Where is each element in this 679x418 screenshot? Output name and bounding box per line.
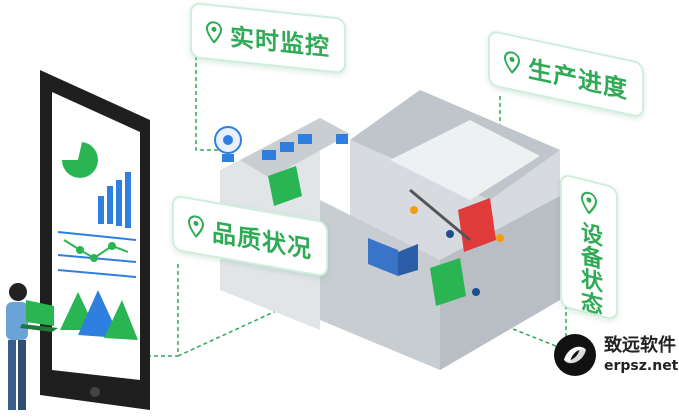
callout-label: 品质状况: [212, 217, 312, 264]
machine-blue-side: [398, 244, 418, 276]
callout-realtime-monitoring: 实时监控: [190, 1, 346, 75]
callout-label: 生产进度: [528, 54, 628, 104]
building-side: [440, 196, 560, 370]
window: [280, 142, 294, 152]
tablet-home-button: [90, 387, 100, 397]
person-with-laptop: [6, 283, 58, 410]
person-head: [9, 283, 27, 301]
robot-arm: [496, 234, 504, 242]
machine-blue: [368, 238, 398, 276]
person-leg: [18, 340, 26, 410]
grid-line: [57, 231, 137, 241]
callout-production-progress: 生产进度: [488, 29, 644, 119]
callout-label: 设备状态: [577, 219, 602, 318]
machine-green: [268, 166, 302, 206]
factory-building: [220, 90, 560, 370]
window: [298, 134, 312, 144]
brand-text: 致远软件 erpsz.net: [604, 335, 678, 375]
brand-watermark: 致远软件 erpsz.net: [552, 332, 678, 378]
brand-logo-icon: [554, 334, 596, 376]
bar-chart-mark-2: [107, 186, 113, 224]
building-roof-left: [240, 118, 350, 178]
location-pin-icon: [581, 191, 597, 215]
location-pin-icon: [206, 21, 222, 44]
location-pin-icon: [188, 215, 204, 238]
building-floor: [390, 120, 540, 200]
area-chart-mark: [78, 290, 120, 338]
conveyor: [409, 188, 471, 242]
line-point: [90, 254, 98, 262]
window: [262, 150, 276, 160]
bar-chart-mark-4: [125, 172, 131, 228]
laptop-base: [20, 324, 58, 332]
bar-chart-mark-3: [116, 180, 122, 226]
pie-chart-mark: [62, 142, 98, 178]
bar-chart-mark-1: [98, 196, 104, 224]
callout-equipment-status: 设备状态: [560, 172, 618, 322]
worker: [472, 288, 480, 296]
laptop-icon: [26, 300, 54, 326]
machine-green: [430, 258, 466, 306]
location-pin-icon: [504, 51, 520, 75]
person-body: [6, 302, 28, 340]
line-point: [76, 246, 84, 254]
robot-arm: [410, 206, 418, 214]
camera-icon: [214, 126, 242, 162]
area-chart-mark: [104, 300, 138, 340]
brand-url: erpsz.net: [604, 358, 679, 374]
worker: [446, 230, 454, 238]
person-leg: [8, 340, 16, 410]
tablet: [40, 70, 150, 410]
line-point: [108, 242, 116, 250]
callout-quality-status: 品质状况: [172, 194, 328, 278]
building-front: [320, 200, 440, 370]
grid-line: [57, 269, 137, 278]
callout-label: 实时监控: [230, 22, 330, 62]
brand-name: 致远软件: [604, 335, 676, 356]
window: [336, 134, 348, 144]
